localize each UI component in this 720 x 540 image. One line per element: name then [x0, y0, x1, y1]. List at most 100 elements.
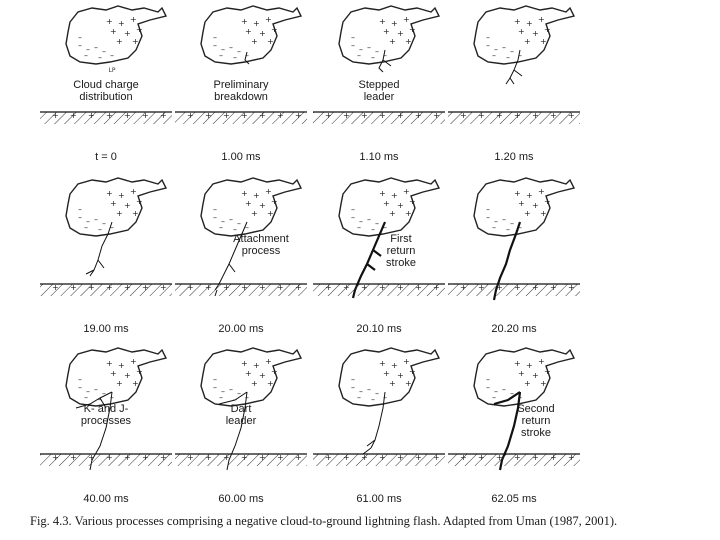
- negative-charge: –: [351, 213, 355, 222]
- positive-charge: +: [253, 19, 260, 28]
- negative-charge: –: [245, 223, 249, 232]
- ground-charge: +: [160, 283, 167, 292]
- ground-charge: +: [478, 111, 485, 120]
- negative-charge: –: [229, 215, 233, 224]
- cloud-shape: [473, 347, 576, 407]
- positive-charge: +: [379, 359, 386, 368]
- cloud-shape: [200, 347, 303, 407]
- positive-charge: +: [391, 19, 398, 28]
- ground-charge: +: [532, 283, 539, 292]
- ground-charge: +: [496, 453, 503, 462]
- panel-6: ++++++++––––––––+++++++Attachmentprocess…: [175, 177, 307, 335]
- negative-charge: –: [510, 47, 514, 56]
- ground-charge: +: [532, 111, 539, 120]
- negative-charge: –: [233, 53, 237, 62]
- positive-charge: +: [259, 201, 266, 210]
- ground-charge: +: [325, 111, 332, 120]
- negative-charge: –: [486, 383, 490, 392]
- negative-charge: –: [351, 205, 355, 214]
- positive-charge: +: [532, 201, 539, 210]
- lightning-channel: [366, 439, 376, 447]
- negative-charge: –: [486, 33, 490, 42]
- time-label: 1.10 ms: [359, 151, 399, 163]
- lightning-channel: [85, 269, 95, 275]
- positive-charge: +: [403, 15, 410, 24]
- ground-charge: +: [277, 453, 284, 462]
- positive-charge: +: [538, 15, 545, 24]
- ground-charge: +: [478, 283, 485, 292]
- cloud-shape: [338, 347, 441, 407]
- positive-charge: +: [532, 29, 539, 38]
- panel-label: Stepped: [359, 79, 400, 91]
- negative-charge: –: [84, 393, 88, 402]
- ground-hatch: [40, 454, 172, 466]
- positive-charge: +: [540, 379, 547, 388]
- panel-label: processes: [81, 415, 132, 427]
- positive-charge: +: [132, 209, 139, 218]
- ground-charge: +: [106, 111, 113, 120]
- ground-charge: +: [343, 111, 350, 120]
- negative-charge: –: [213, 205, 217, 214]
- negative-charge: –: [78, 41, 82, 50]
- negative-charge: –: [371, 225, 375, 234]
- positive-charge: +: [538, 187, 545, 196]
- ground-charge: +: [568, 111, 575, 120]
- negative-charge: –: [110, 393, 114, 402]
- positive-charge: +: [116, 209, 123, 218]
- negative-charge: –: [86, 45, 90, 54]
- cloud-shape: [473, 5, 576, 65]
- negative-charge: –: [98, 395, 102, 404]
- ground-charge: +: [496, 283, 503, 292]
- ground-hatch: [448, 284, 580, 296]
- positive-charge: +: [391, 191, 398, 200]
- positive-charge: +: [118, 361, 125, 370]
- positive-charge: +: [132, 37, 139, 46]
- ground-charge: +: [259, 283, 266, 292]
- negative-charge: –: [219, 51, 223, 60]
- negative-charge: –: [102, 47, 106, 56]
- negative-charge: –: [375, 219, 379, 228]
- negative-charge: –: [102, 389, 106, 398]
- time-label: 1.20 ms: [494, 151, 534, 163]
- negative-charge: –: [213, 213, 217, 222]
- ground-charge: +: [142, 453, 149, 462]
- ground-charge: +: [361, 111, 368, 120]
- negative-charge: –: [229, 43, 233, 52]
- ground-charge: +: [124, 283, 131, 292]
- panel-12: ++++++++––––––––+++++++Secondreturnstrok…: [448, 347, 580, 505]
- negative-charge: –: [84, 51, 88, 60]
- positive-charge: +: [532, 371, 539, 380]
- ground-charge: +: [415, 453, 422, 462]
- ground-charge: +: [259, 111, 266, 120]
- positive-charge: +: [271, 25, 278, 34]
- time-label: 60.00 ms: [218, 493, 264, 505]
- ground-charge: +: [325, 283, 332, 292]
- negative-charge: –: [233, 225, 237, 234]
- panel-label: leader: [226, 415, 257, 427]
- small-note: LP: [109, 67, 116, 74]
- negative-charge: –: [502, 43, 506, 52]
- ground-charge: +: [568, 283, 575, 292]
- lightning-channel: [99, 397, 107, 409]
- panel-label: return: [522, 415, 551, 427]
- ground-charge: +: [496, 111, 503, 120]
- positive-charge: +: [130, 15, 137, 24]
- negative-charge: –: [221, 217, 225, 226]
- panel-label: return: [387, 245, 416, 257]
- positive-charge: +: [124, 201, 131, 210]
- ground-charge: +: [460, 111, 467, 120]
- positive-charge: +: [514, 359, 521, 368]
- negative-charge: –: [359, 387, 363, 396]
- positive-charge: +: [383, 199, 390, 208]
- negative-charge: –: [78, 383, 82, 392]
- negative-charge: –: [486, 205, 490, 214]
- negative-charge: –: [351, 383, 355, 392]
- positive-charge: +: [116, 37, 123, 46]
- positive-charge: +: [526, 361, 533, 370]
- positive-charge: +: [524, 209, 531, 218]
- positive-charge: +: [524, 37, 531, 46]
- lightning-channel: [97, 259, 105, 269]
- negative-charge: –: [492, 51, 496, 60]
- positive-charge: +: [526, 19, 533, 28]
